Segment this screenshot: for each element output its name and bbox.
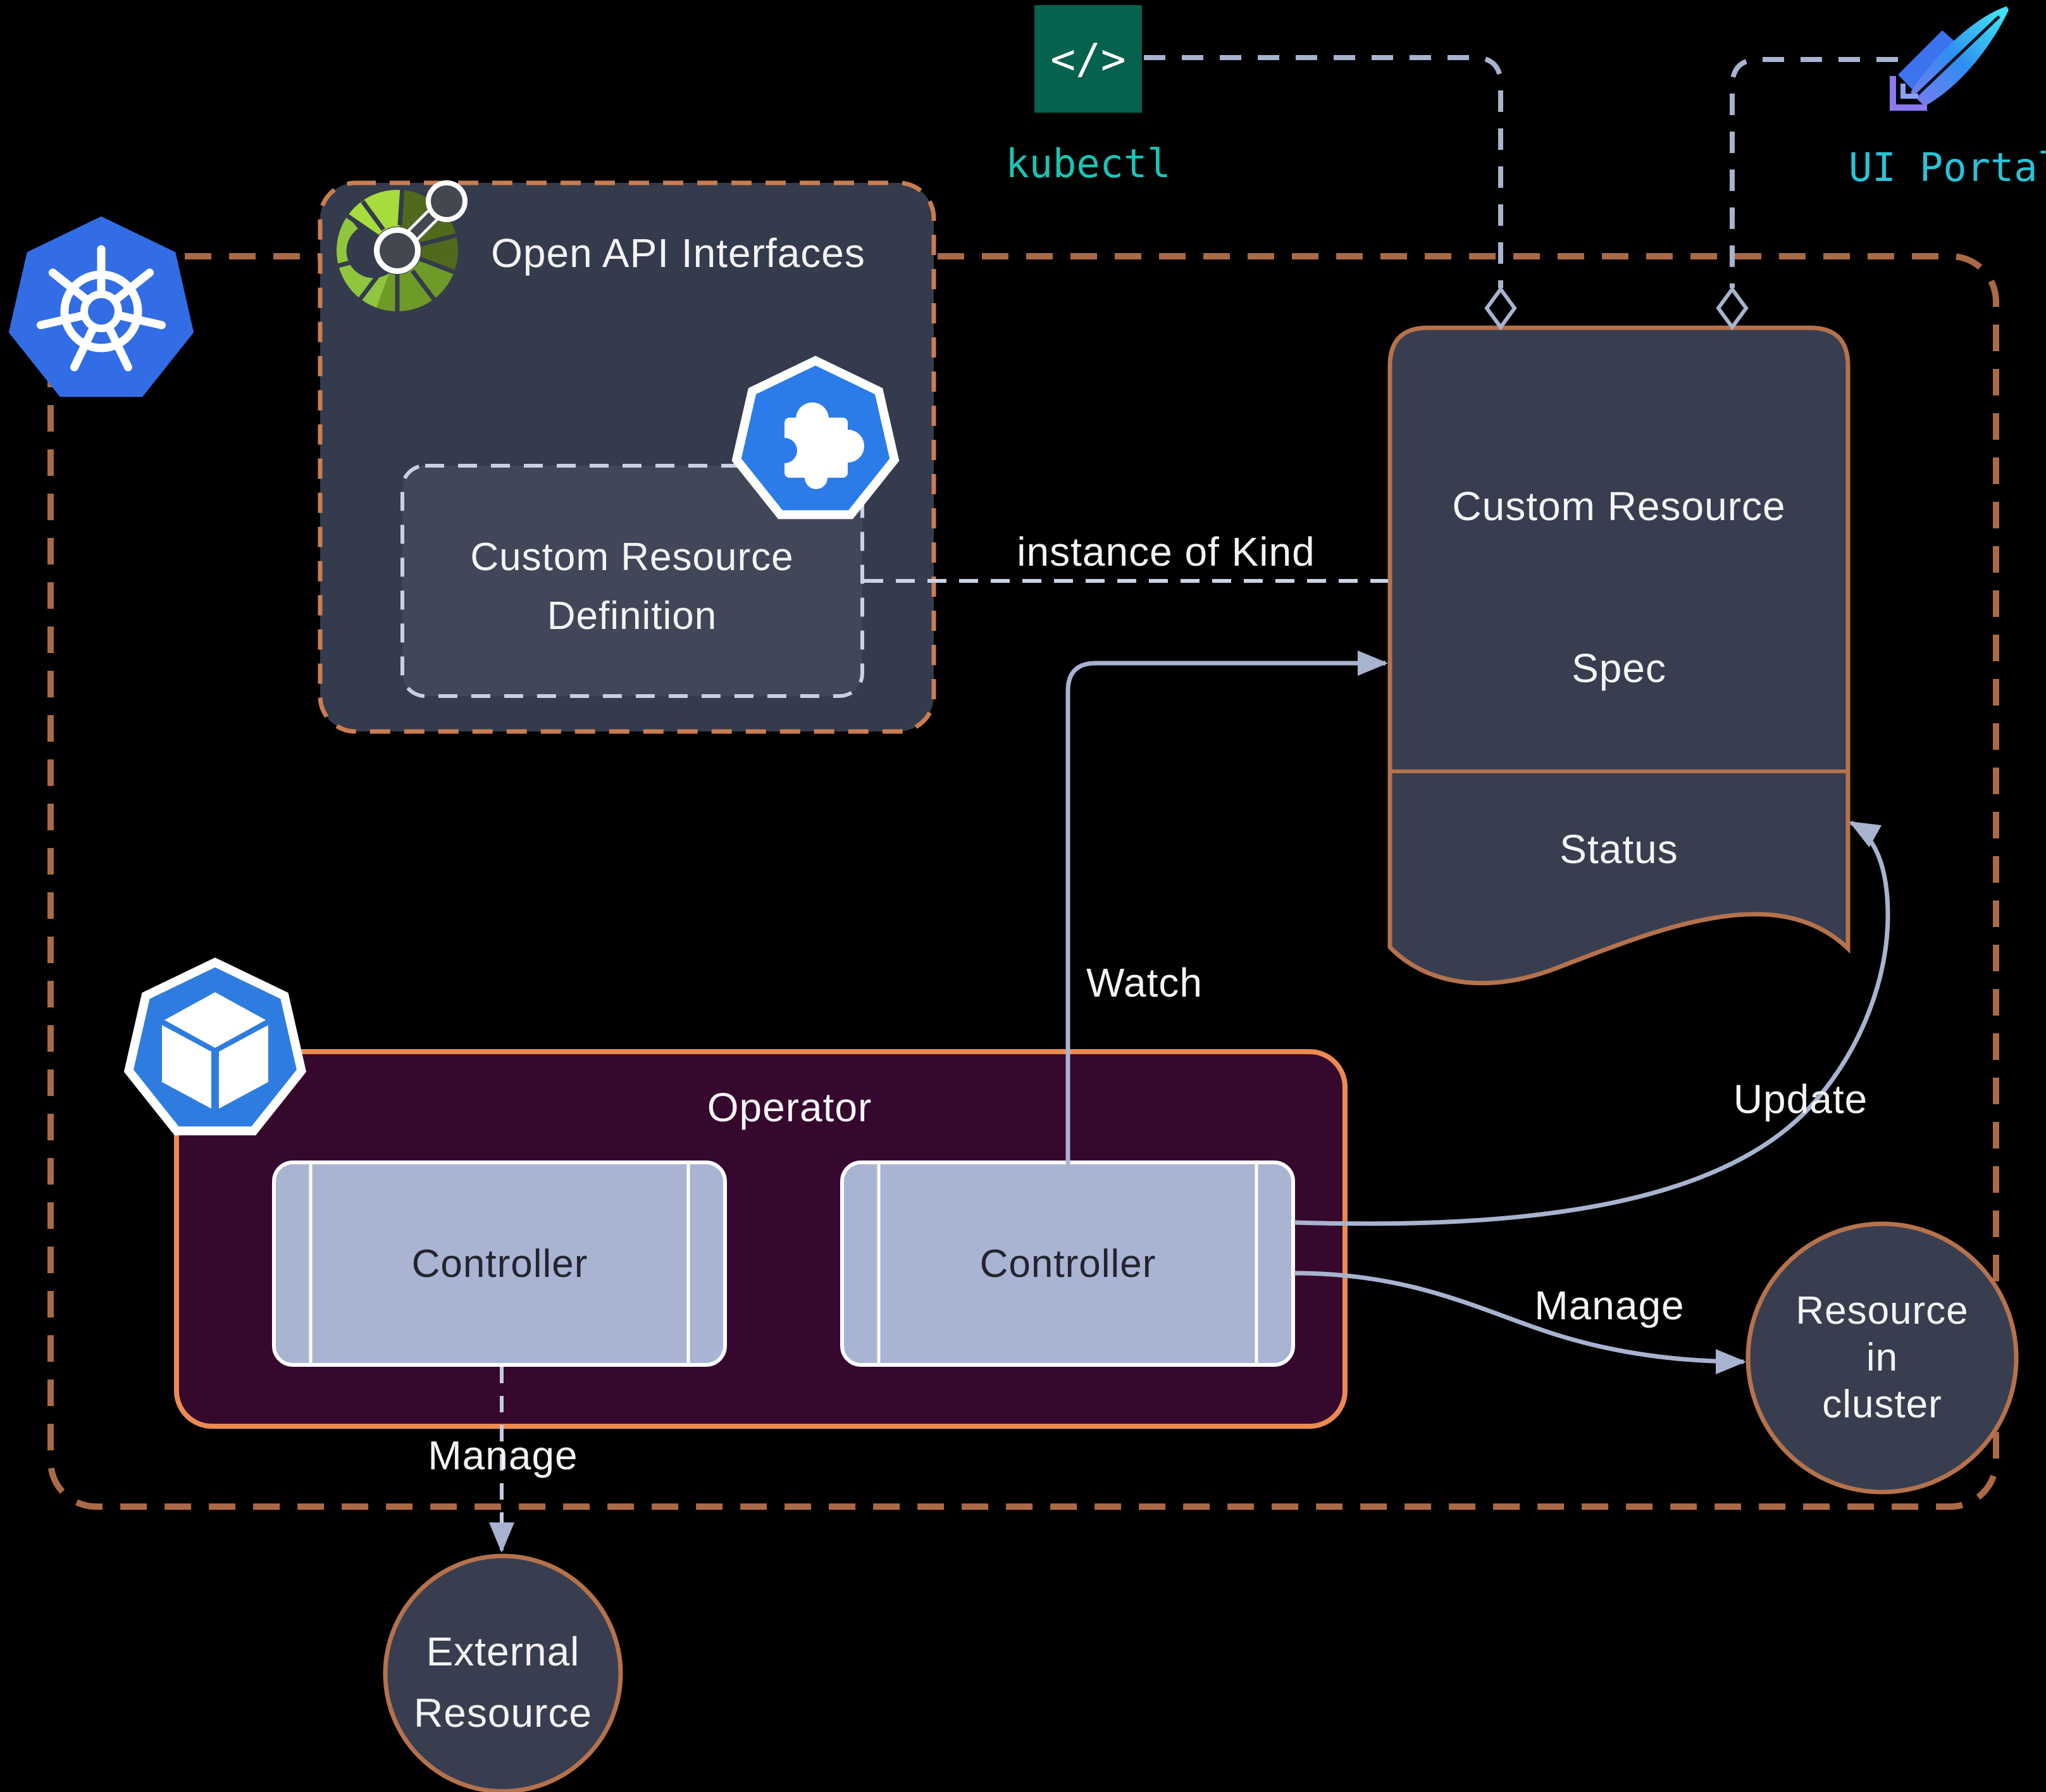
kubectl-label: kubectl <box>1005 140 1171 187</box>
update-label: Update <box>1733 1076 1868 1122</box>
controller-label-1: Controller <box>411 1241 588 1286</box>
instance-of-kind-label: instance of Kind <box>1017 529 1315 575</box>
cluster-boundary <box>47 253 1999 1510</box>
kubectl-icon-glyph: </> <box>1050 34 1126 84</box>
crd-label-line1: Custom Resource <box>470 535 794 579</box>
manage-cluster-label: Manage <box>1534 1283 1685 1328</box>
status-label: Status <box>1559 826 1678 872</box>
controller-label-2: Controller <box>979 1241 1156 1286</box>
watch-arrow <box>1065 650 1388 1164</box>
kubectl-icon <box>1034 5 1142 113</box>
quill-icon <box>1890 6 2009 111</box>
ui-portal-connector <box>1730 57 1898 288</box>
manage-cluster-arrow <box>1294 1271 1746 1374</box>
resource-in-cluster-circle <box>1745 1221 2019 1495</box>
update-arrow <box>1294 820 1890 1226</box>
open-api-title: Open API Interfaces <box>491 230 865 276</box>
external-resource-circle <box>383 1553 623 1792</box>
controller-box-1 <box>272 1160 727 1367</box>
crd-label-line2: Definition <box>547 594 717 638</box>
kubernetes-icon <box>8 216 194 397</box>
ui-portal-label: UI Portal <box>1849 144 2046 190</box>
puzzle-icon <box>731 356 900 520</box>
crd-box <box>400 464 864 698</box>
spec-label: Spec <box>1572 645 1666 691</box>
ui-portal-diamond <box>1716 285 1749 331</box>
cube-icon <box>123 957 307 1136</box>
kubectl-connector <box>1144 55 1503 288</box>
controller-box-2 <box>840 1160 1295 1367</box>
watch-label: Watch <box>1086 960 1203 1005</box>
resource-in-cluster-label: Resource in cluster <box>1795 1289 1969 1426</box>
crd-label: Custom Resource Definition <box>442 528 822 645</box>
operator-title: Operator <box>707 1085 872 1130</box>
openapi-icon <box>337 180 468 311</box>
kubectl-diamond <box>1484 285 1517 331</box>
manage-external-label: Manage <box>428 1433 578 1478</box>
external-resource-label: External Resource <box>414 1629 592 1736</box>
custom-resource-box <box>1387 325 1851 986</box>
custom-resource-title: Custom Resource <box>1452 483 1786 529</box>
